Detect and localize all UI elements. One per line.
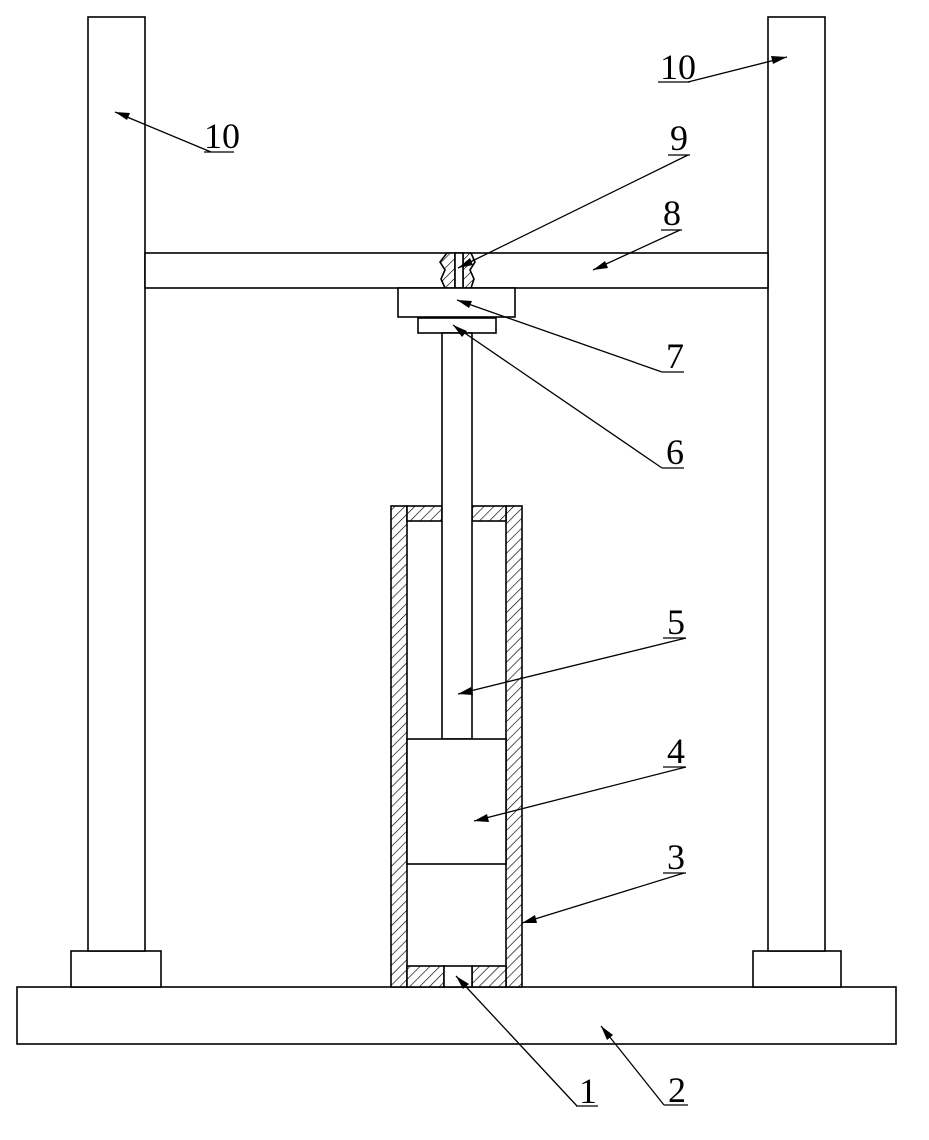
callout-10-right-label: 10 (660, 47, 696, 87)
callout-6-label: 6 (666, 432, 684, 472)
callout-9-label: 9 (670, 118, 688, 158)
base-plate (17, 987, 896, 1044)
callout-9: 9 (458, 118, 690, 268)
left-column-foot (71, 951, 161, 987)
callout-8-label: 8 (663, 193, 681, 233)
callout-1-label: 1 (579, 1071, 597, 1111)
piston-rod (442, 333, 472, 739)
left-column (88, 17, 145, 951)
callout-3-label: 3 (667, 837, 685, 877)
callout-5: 5 (458, 602, 686, 695)
callout-3: 3 (522, 837, 686, 923)
callout-7-label: 7 (666, 336, 684, 376)
callout-5-label: 5 (667, 602, 685, 642)
right-column-foot (753, 951, 841, 987)
callout-6: 6 (453, 325, 684, 472)
right-column (768, 17, 825, 951)
callout-7: 7 (457, 300, 684, 376)
callout-10-left-label: 10 (204, 116, 240, 156)
pressure-plate (418, 318, 496, 333)
callout-4-label: 4 (667, 731, 685, 771)
mounting-block (398, 288, 515, 317)
callout-2-label: 2 (668, 1070, 686, 1110)
piston (407, 739, 506, 864)
